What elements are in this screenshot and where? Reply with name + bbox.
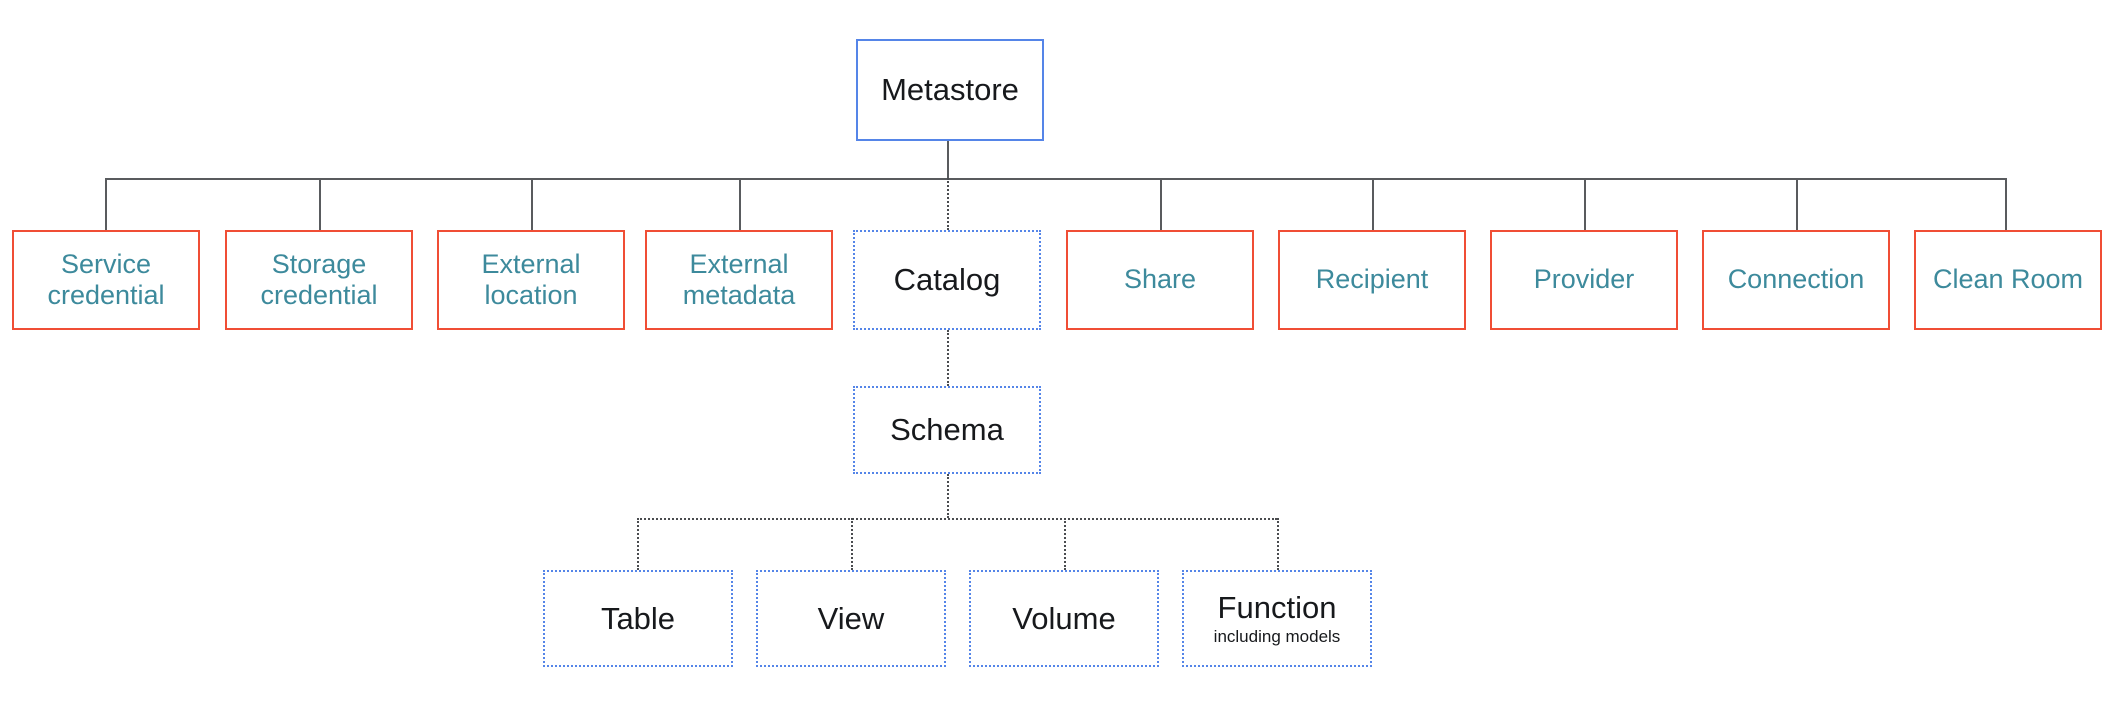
edge-drop-storage-credential [319,178,321,230]
edge-drop-volume [1064,518,1066,570]
node-external-metadata-label: External metadata [682,248,796,310]
edge-drop-clean-room [2005,178,2007,230]
node-provider-label: Provider [1533,264,1635,295]
edge-metastore-down [947,141,949,178]
edge-trunk2-horizontal [637,518,1277,520]
node-catalog[interactable]: Catalog [853,230,1041,330]
edge-drop-service-credential [105,178,107,230]
node-volume[interactable]: Volume [969,570,1159,667]
edge-drop-catalog [947,178,949,230]
edge-drop-external-location [531,178,533,230]
edge-drop-share [1160,178,1162,230]
node-view-label: View [817,600,885,636]
node-clean-room[interactable]: Clean Room [1914,230,2102,330]
node-table[interactable]: Table [543,570,733,667]
node-metastore-label: Metastore [881,72,1019,108]
node-schema[interactable]: Schema [853,386,1041,474]
node-provider[interactable]: Provider [1490,230,1678,330]
edge-drop-provider [1584,178,1586,230]
node-table-label: Table [600,600,676,636]
node-storage-credential[interactable]: Storage credential [225,230,413,330]
node-storage-credential-label: Storage credential [260,248,378,310]
node-function-label: Function [1217,590,1337,626]
node-schema-label: Schema [890,412,1004,448]
node-view[interactable]: View [756,570,946,667]
node-recipient[interactable]: Recipient [1278,230,1466,330]
node-clean-room-label: Clean Room [1932,264,2084,295]
edge-drop-view [851,518,853,570]
edge-drop-connection [1796,178,1798,230]
node-function[interactable]: Function including models [1182,570,1372,667]
node-catalog-label: Catalog [893,262,1001,298]
node-share-label: Share [1123,264,1197,295]
node-function-subtitle: including models [1213,627,1341,647]
node-metastore[interactable]: Metastore [856,39,1044,141]
edge-drop-table [637,518,639,570]
node-recipient-label: Recipient [1315,264,1429,295]
node-external-location[interactable]: External location [437,230,625,330]
node-service-credential[interactable]: Service credential [12,230,200,330]
node-volume-label: Volume [1012,600,1116,636]
edge-drop-recipient [1372,178,1374,230]
node-service-credential-label: Service credential [47,248,165,310]
node-external-location-label: External location [481,248,581,310]
edge-schema-down [947,474,949,518]
edge-catalog-to-schema [947,330,949,386]
node-connection[interactable]: Connection [1702,230,1890,330]
node-share[interactable]: Share [1066,230,1254,330]
edge-trunk-horizontal [105,178,2005,180]
edge-drop-external-metadata [739,178,741,230]
node-external-metadata[interactable]: External metadata [645,230,833,330]
node-connection-label: Connection [1727,264,1865,295]
edge-drop-function [1277,518,1279,570]
